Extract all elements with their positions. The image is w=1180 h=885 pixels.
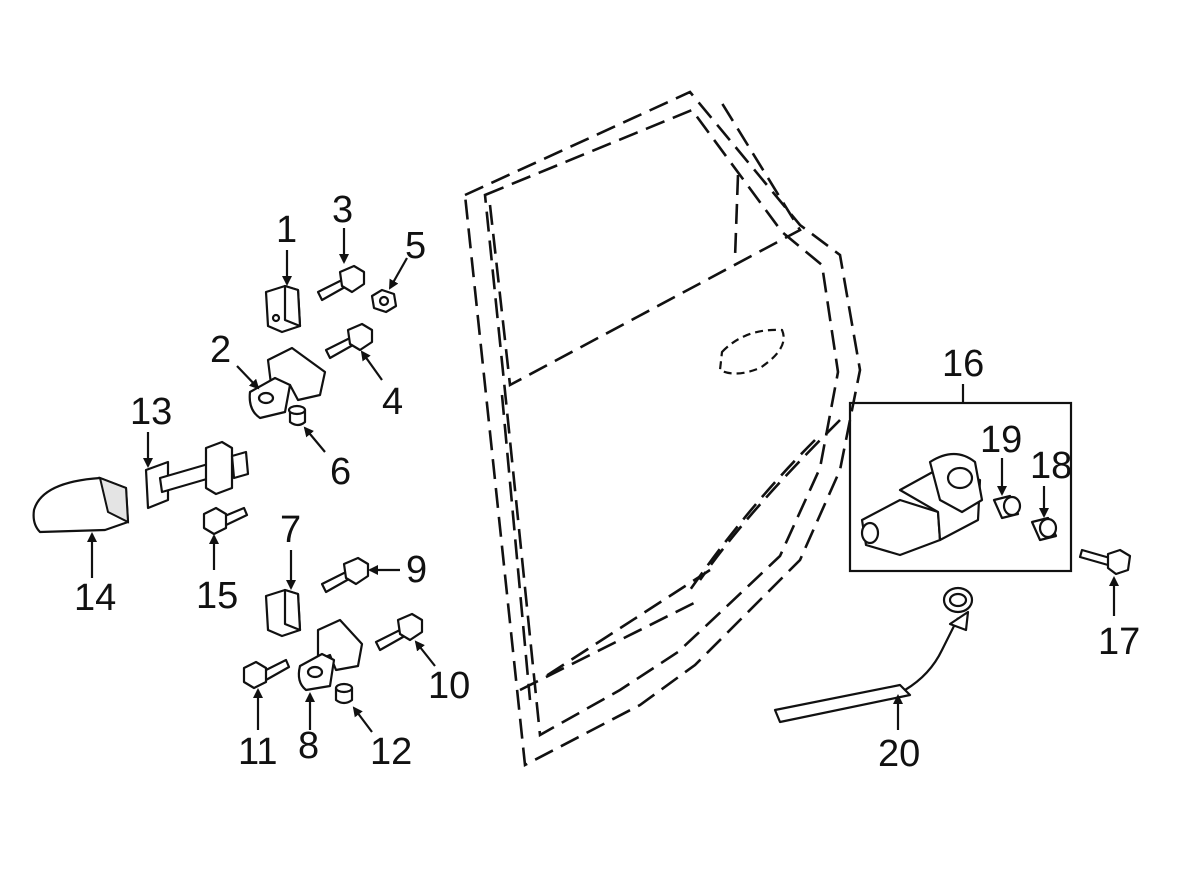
callout-13: 13 [130, 391, 172, 433]
part-19-bushing [992, 494, 1022, 520]
part-7-lower-hinge-door-side [264, 588, 302, 638]
part-9-bolt [320, 556, 370, 594]
callout-18: 18 [1030, 445, 1072, 487]
leader-lines [87, 228, 1119, 733]
part-11-bolt [242, 658, 291, 690]
callout-6: 6 [330, 451, 351, 493]
part-2-upper-hinge-body-side [248, 346, 327, 420]
callout-16: 16 [942, 343, 984, 385]
callout-2: 2 [210, 329, 231, 371]
callout-14: 14 [74, 577, 116, 619]
part-20-cable [773, 586, 974, 724]
callout-11: 11 [238, 731, 277, 773]
part-1-upper-hinge-door-side [264, 284, 302, 334]
part-3-bolt [316, 264, 366, 302]
callout-19: 19 [980, 419, 1022, 461]
callout-15: 15 [196, 575, 238, 617]
callout-3: 3 [332, 189, 353, 231]
callout-4: 4 [382, 381, 403, 423]
part-12-bushing [334, 682, 354, 705]
callout-labels: 1 2 3 4 5 6 7 8 9 10 11 12 13 14 15 16 1… [74, 189, 1140, 775]
callout-17: 17 [1098, 621, 1140, 663]
part-14-check-cover [32, 476, 130, 534]
part-13-door-check [144, 440, 250, 510]
callout-20: 20 [878, 733, 920, 775]
part-16-motor-assembly [848, 401, 1073, 573]
part-5-nut [370, 288, 398, 314]
rear-door-outline [463, 90, 862, 768]
callout-1: 1 [276, 209, 297, 251]
part-18-bushing [1030, 516, 1058, 542]
callout-10: 10 [428, 665, 470, 707]
part-10-bolt [374, 612, 424, 652]
part-15-bolt [202, 506, 249, 536]
callout-9: 9 [406, 549, 427, 591]
callout-8: 8 [298, 725, 319, 767]
part-8-lower-hinge-body-side [297, 618, 364, 692]
part-17-bolt [1078, 548, 1132, 576]
callout-12: 12 [370, 731, 412, 773]
part-4-bolt [324, 322, 374, 360]
callout-7: 7 [280, 509, 301, 551]
callout-5: 5 [405, 225, 426, 267]
part-6-bushing [287, 404, 307, 427]
